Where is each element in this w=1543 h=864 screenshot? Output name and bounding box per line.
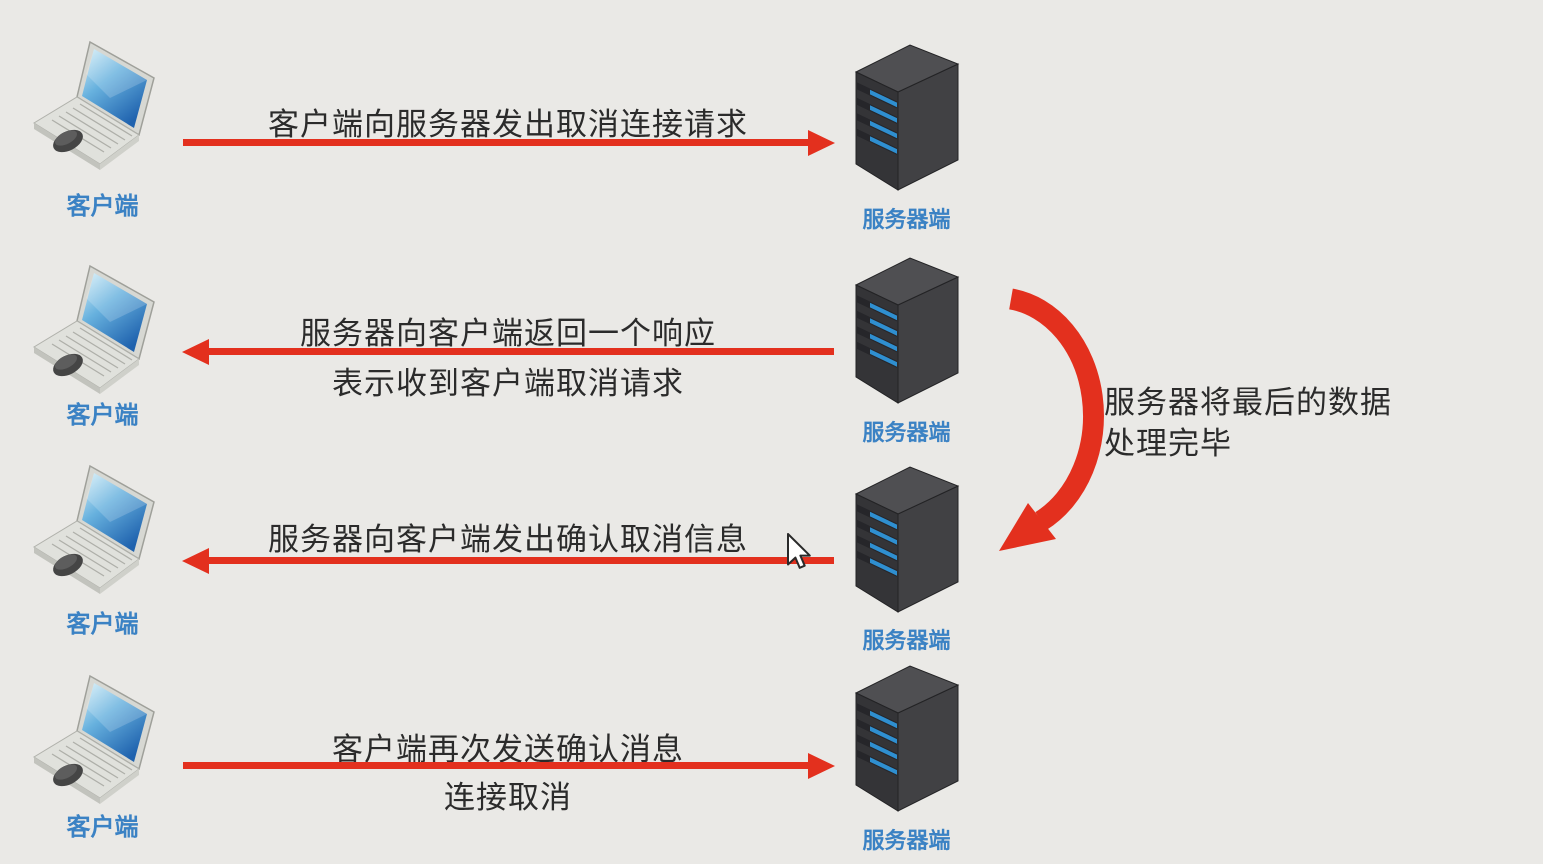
message-4-text-line1: 客户端再次发送确认消息 xyxy=(332,732,684,767)
arrow-1-head-right-icon xyxy=(808,130,835,156)
mouse-cursor-icon xyxy=(787,533,811,569)
side-note-line1: 服务器将最后的数据 xyxy=(1104,385,1392,420)
arrow-3-head-left-icon xyxy=(182,548,209,574)
server-label: 服务器端 xyxy=(862,628,951,653)
client-label: 客户端 xyxy=(66,402,139,429)
message-2-text-line1: 服务器向客户端返回一个响应 xyxy=(300,316,716,351)
server-tower-icon xyxy=(852,253,962,405)
server-tower-icon xyxy=(852,40,962,192)
arrow-4-shaft xyxy=(183,762,809,769)
client-laptop-icon xyxy=(28,262,173,400)
arrow-2-head-left-icon xyxy=(182,339,209,365)
arrow-4-head-right-icon xyxy=(808,753,835,779)
message-2-text-line2: 表示收到客户端取消请求 xyxy=(332,366,684,401)
client-laptop-icon xyxy=(28,38,173,176)
message-1-text: 客户端向服务器发出取消连接请求 xyxy=(268,107,748,142)
client-label: 客户端 xyxy=(66,193,139,220)
client-label: 客户端 xyxy=(66,611,139,638)
server-label: 服务器端 xyxy=(862,207,951,232)
server-tower-icon xyxy=(852,462,962,614)
client-laptop-icon xyxy=(28,672,173,810)
server-label: 服务器端 xyxy=(862,828,951,853)
side-note: 服务器将最后的数据 处理完毕 xyxy=(1104,382,1392,464)
server-label: 服务器端 xyxy=(862,420,951,445)
message-4-text-line2: 连接取消 xyxy=(444,780,572,815)
side-note-line2: 处理完毕 xyxy=(1104,426,1232,461)
processing-arc-arrow-icon xyxy=(999,288,1104,551)
client-label: 客户端 xyxy=(66,814,139,841)
client-laptop-icon xyxy=(28,462,173,600)
arrow-1-shaft xyxy=(183,139,809,146)
arrow-2-shaft xyxy=(208,348,834,355)
arrow-3-shaft xyxy=(208,557,834,564)
message-3-text: 服务器向客户端发出确认取消信息 xyxy=(268,522,748,557)
server-tower-icon xyxy=(852,661,962,813)
